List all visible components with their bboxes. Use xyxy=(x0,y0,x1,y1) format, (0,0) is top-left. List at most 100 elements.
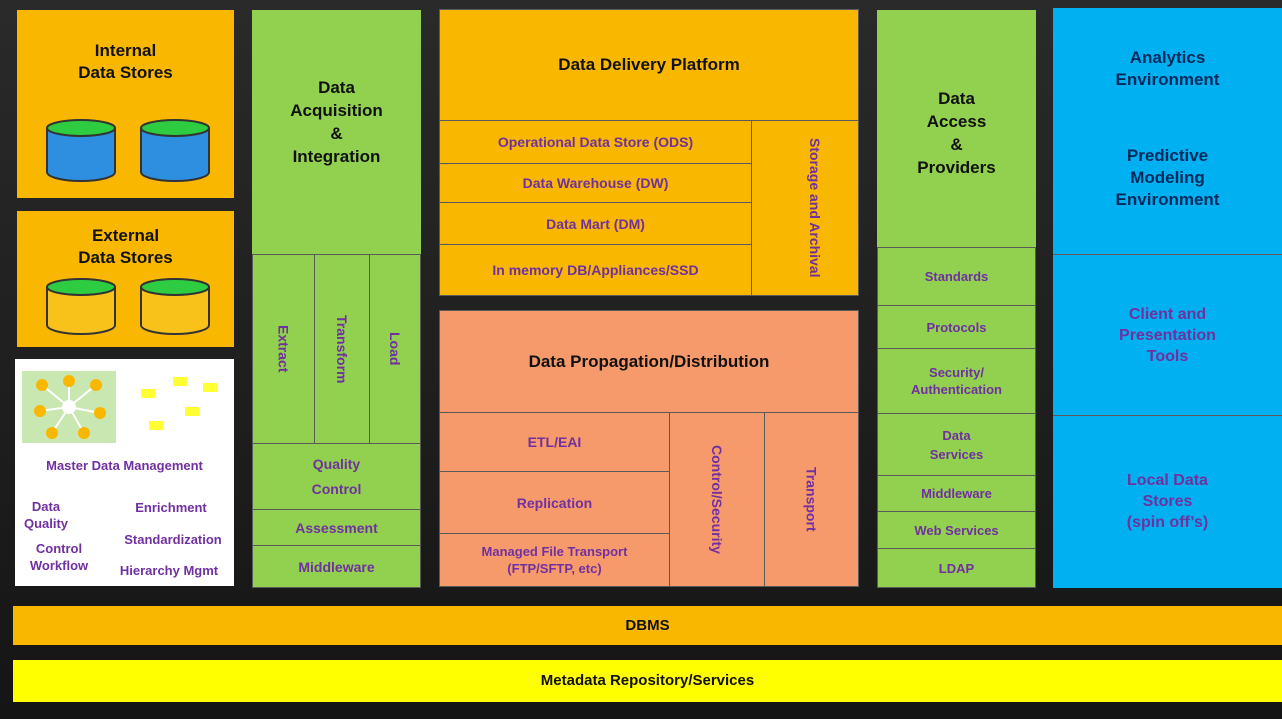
data-quality-line2: Quality xyxy=(23,516,69,531)
control-workflow-label: Control Workflow xyxy=(15,540,103,574)
data-quality-label: Data Quality xyxy=(15,498,77,532)
replication-cell: Replication xyxy=(439,471,670,534)
data-acquisition-panel: Data Acquisition & Integration Extract T… xyxy=(252,10,421,588)
dm-cell: Data Mart (DM) xyxy=(439,202,752,245)
predictive-line2: Modeling xyxy=(1130,168,1205,187)
standards-cell: Standards xyxy=(877,247,1036,306)
database-icon xyxy=(140,278,210,335)
dm-label: Data Mart (DM) xyxy=(546,215,645,232)
protocols-cell: Protocols xyxy=(877,305,1036,349)
extract-label: Extract xyxy=(275,325,292,373)
data-services-label: Data Services xyxy=(930,426,984,464)
client-line2: Presentation xyxy=(1119,326,1216,344)
access-title-line3: & xyxy=(950,135,963,154)
propagation-title-cell: Data Propagation/Distribution xyxy=(439,310,859,413)
enrichment-label: Enrichment xyxy=(135,500,207,515)
control-workflow-line2: Workflow xyxy=(29,558,89,573)
sticky-notes-icon xyxy=(141,377,217,430)
acquisition-title-line3: & xyxy=(330,124,343,143)
in-memory-label: In memory DB/Appliances/SSD xyxy=(492,262,699,278)
database-icon xyxy=(46,278,116,335)
storage-archival-label: Storage and Archival xyxy=(807,138,823,278)
predictive-line1: Predictive xyxy=(1126,146,1209,165)
delivery-title-cell: Data Delivery Platform xyxy=(439,9,859,121)
quality-control-label: Quality Control xyxy=(312,452,362,502)
protocols-label: Protocols xyxy=(926,319,987,335)
extract-cell: Extract xyxy=(252,254,315,444)
acquisition-title-line4: Integration xyxy=(292,147,381,166)
dw-cell: Data Warehouse (DW) xyxy=(439,163,752,203)
dbms-label: DBMS xyxy=(625,616,670,634)
data-access-panel: Data Access & Providers Standards Protoc… xyxy=(877,10,1036,588)
transform-label: Transform xyxy=(334,314,350,384)
ldap-label: LDAP xyxy=(938,560,975,576)
data-delivery-platform-panel: Data Delivery Platform Operational Data … xyxy=(439,9,859,296)
data-acquisition-title: Data Acquisition & Integration xyxy=(252,76,421,168)
mft-label: Managed File Transport (FTP/SFTP, etc) xyxy=(482,543,628,577)
analytics-environment-title: Analytics Environment xyxy=(1053,47,1282,91)
network-icon xyxy=(22,371,116,443)
acquisition-title-line1: Data xyxy=(318,78,355,97)
mft-line1: Managed File Transport xyxy=(481,544,628,559)
external-title-line2: Data Stores xyxy=(78,248,173,267)
metadata-bar: Metadata Repository/Services xyxy=(13,660,1282,702)
in-memory-cell: In memory DB/Appliances/SSD xyxy=(439,244,752,296)
access-middleware-cell: Middleware xyxy=(877,475,1036,512)
load-label: Load xyxy=(387,332,403,366)
etl-label: ETL/EAI xyxy=(527,434,582,450)
data-services-cell: Data Services xyxy=(877,413,1036,476)
predictive-line3: Environment xyxy=(1115,190,1220,209)
data-services-line2: Services xyxy=(929,446,984,462)
client-line3: Tools xyxy=(1146,347,1189,365)
control-security-label: Control/Security xyxy=(709,445,725,554)
data-delivery-platform-title: Data Delivery Platform xyxy=(558,55,740,74)
local-data-stores-label: Local Data Stores (spin off’s) xyxy=(1127,470,1208,533)
replication-label: Replication xyxy=(516,494,593,511)
external-data-stores-panel: External Data Stores xyxy=(17,211,234,347)
mft-line2: (FTP/SFTP, etc) xyxy=(507,561,602,576)
acquisition-middleware-label: Middleware xyxy=(298,558,375,575)
security-authentication-cell: Security/ Authentication xyxy=(877,348,1036,414)
transport-label: Transport xyxy=(803,467,820,532)
master-data-management-panel: Master Data Management Data Quality Cont… xyxy=(15,359,234,586)
dbms-bar: DBMS xyxy=(13,606,1282,645)
quality-control-cell: Quality Control xyxy=(252,443,421,510)
assessment-cell: Assessment xyxy=(252,509,421,546)
data-access-title: Data Access & Providers xyxy=(877,87,1036,179)
local-line3: (spin off’s) xyxy=(1126,514,1209,531)
standards-label: Standards xyxy=(924,269,989,284)
standardization-label: Standardization xyxy=(124,532,222,547)
transport-cell: Transport xyxy=(764,412,859,587)
quality-control-line2: Control xyxy=(311,480,362,497)
access-title-line2: Access xyxy=(926,112,987,131)
client-line1: Client and xyxy=(1128,305,1207,323)
local-line2: Stores xyxy=(1142,493,1193,510)
quality-control-line1: Quality xyxy=(312,455,361,472)
web-services-label: Web Services xyxy=(914,522,999,538)
dw-label: Data Warehouse (DW) xyxy=(522,175,669,191)
client-presentation-label: Client and Presentation Tools xyxy=(1119,304,1216,367)
external-title-line1: External xyxy=(91,226,160,245)
ldap-cell: LDAP xyxy=(877,548,1036,588)
access-middleware-label: Middleware xyxy=(921,486,992,501)
client-presentation-cell: Client and Presentation Tools xyxy=(1053,254,1282,416)
security-line1: Security/ xyxy=(929,365,984,380)
storage-archival-cell: Storage and Archival xyxy=(751,120,859,296)
access-title-line4: Providers xyxy=(917,158,996,177)
security-line2: Authentication xyxy=(911,382,1002,397)
analytics-line2: Environment xyxy=(1115,70,1220,89)
acquisition-title-line2: Acquisition xyxy=(290,101,383,120)
acquisition-middleware-cell: Middleware xyxy=(252,545,421,588)
load-cell: Load xyxy=(369,254,421,444)
security-authentication-label: Security/ Authentication xyxy=(911,364,1002,398)
web-services-cell: Web Services xyxy=(877,511,1036,549)
predictive-modeling-title: Predictive Modeling Environment xyxy=(1053,145,1282,211)
analytics-line1: Analytics xyxy=(1129,48,1206,67)
internal-title-line2: Data Stores xyxy=(78,63,173,82)
etl-cell: ETL/EAI xyxy=(439,412,670,472)
access-title-line1: Data xyxy=(938,89,975,108)
hierarchy-mgmt-label: Hierarchy Mgmt xyxy=(119,563,219,578)
database-icon xyxy=(140,119,210,182)
ods-label: Operational Data Store (ODS) xyxy=(497,134,694,150)
database-icon xyxy=(46,119,116,182)
